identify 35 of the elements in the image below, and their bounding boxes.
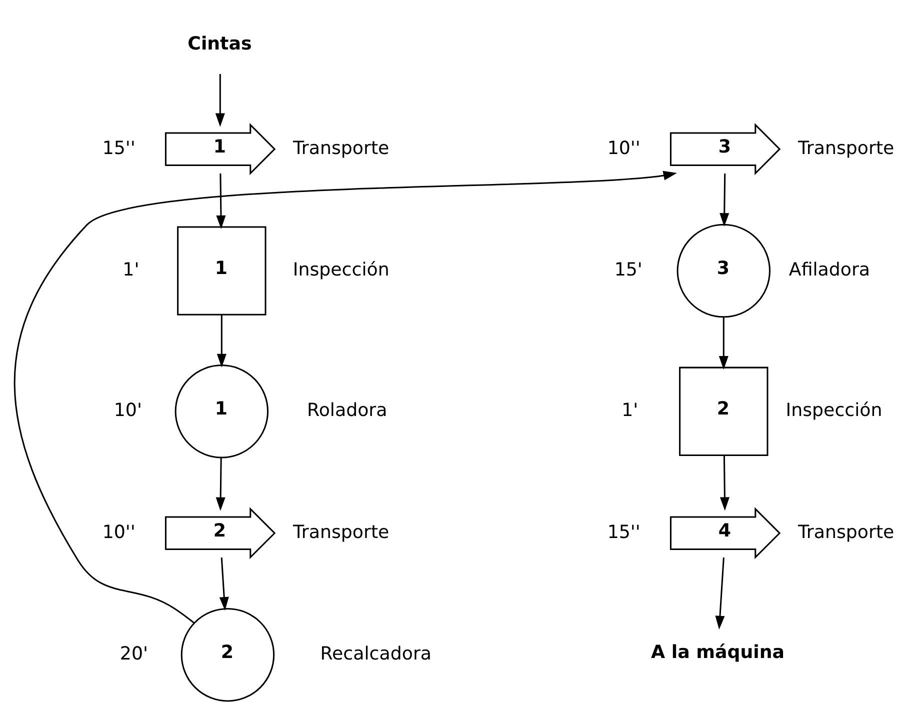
- node-label: 10': [114, 400, 142, 422]
- arrow: [720, 173, 730, 227]
- arrow: [219, 557, 229, 611]
- node-box: 2: [679, 366, 768, 456]
- node-label: 1': [622, 400, 638, 422]
- node-text: Cintas: [188, 33, 252, 54]
- node-label: Inspección: [292, 259, 390, 280]
- arrow: [216, 458, 226, 511]
- node-label: Transporte: [293, 522, 390, 543]
- arrow: [215, 74, 225, 127]
- node-label: 10'': [102, 522, 136, 543]
- node-label: Afiladora: [788, 259, 870, 280]
- arrow: [216, 173, 226, 230]
- node-label: Transporte: [293, 138, 390, 159]
- node-label: 20': [120, 644, 148, 665]
- arrow: [14, 170, 677, 624]
- arrow: [216, 315, 226, 368]
- node-label: Recalcadora: [320, 644, 432, 665]
- node-circle: 1: [174, 364, 269, 458]
- arrow: [718, 316, 728, 370]
- node-label: 15': [614, 259, 642, 280]
- node-box: 1: [177, 226, 266, 316]
- node-text: A la máquina: [651, 642, 785, 664]
- node-label: Roladora: [307, 400, 388, 422]
- node-label: 1': [122, 259, 140, 280]
- node-label: Transporte: [798, 522, 894, 543]
- arrow: [715, 557, 725, 630]
- arrow: [720, 456, 730, 511]
- node-label: 15'': [102, 138, 136, 159]
- node-label: Inspección: [786, 400, 882, 422]
- node-label: 10'': [607, 138, 640, 159]
- node-label: 15'': [607, 522, 640, 543]
- node-label: Transporte: [798, 138, 894, 159]
- node-circle: 2: [180, 608, 275, 702]
- node-circle: 3: [676, 224, 771, 318]
